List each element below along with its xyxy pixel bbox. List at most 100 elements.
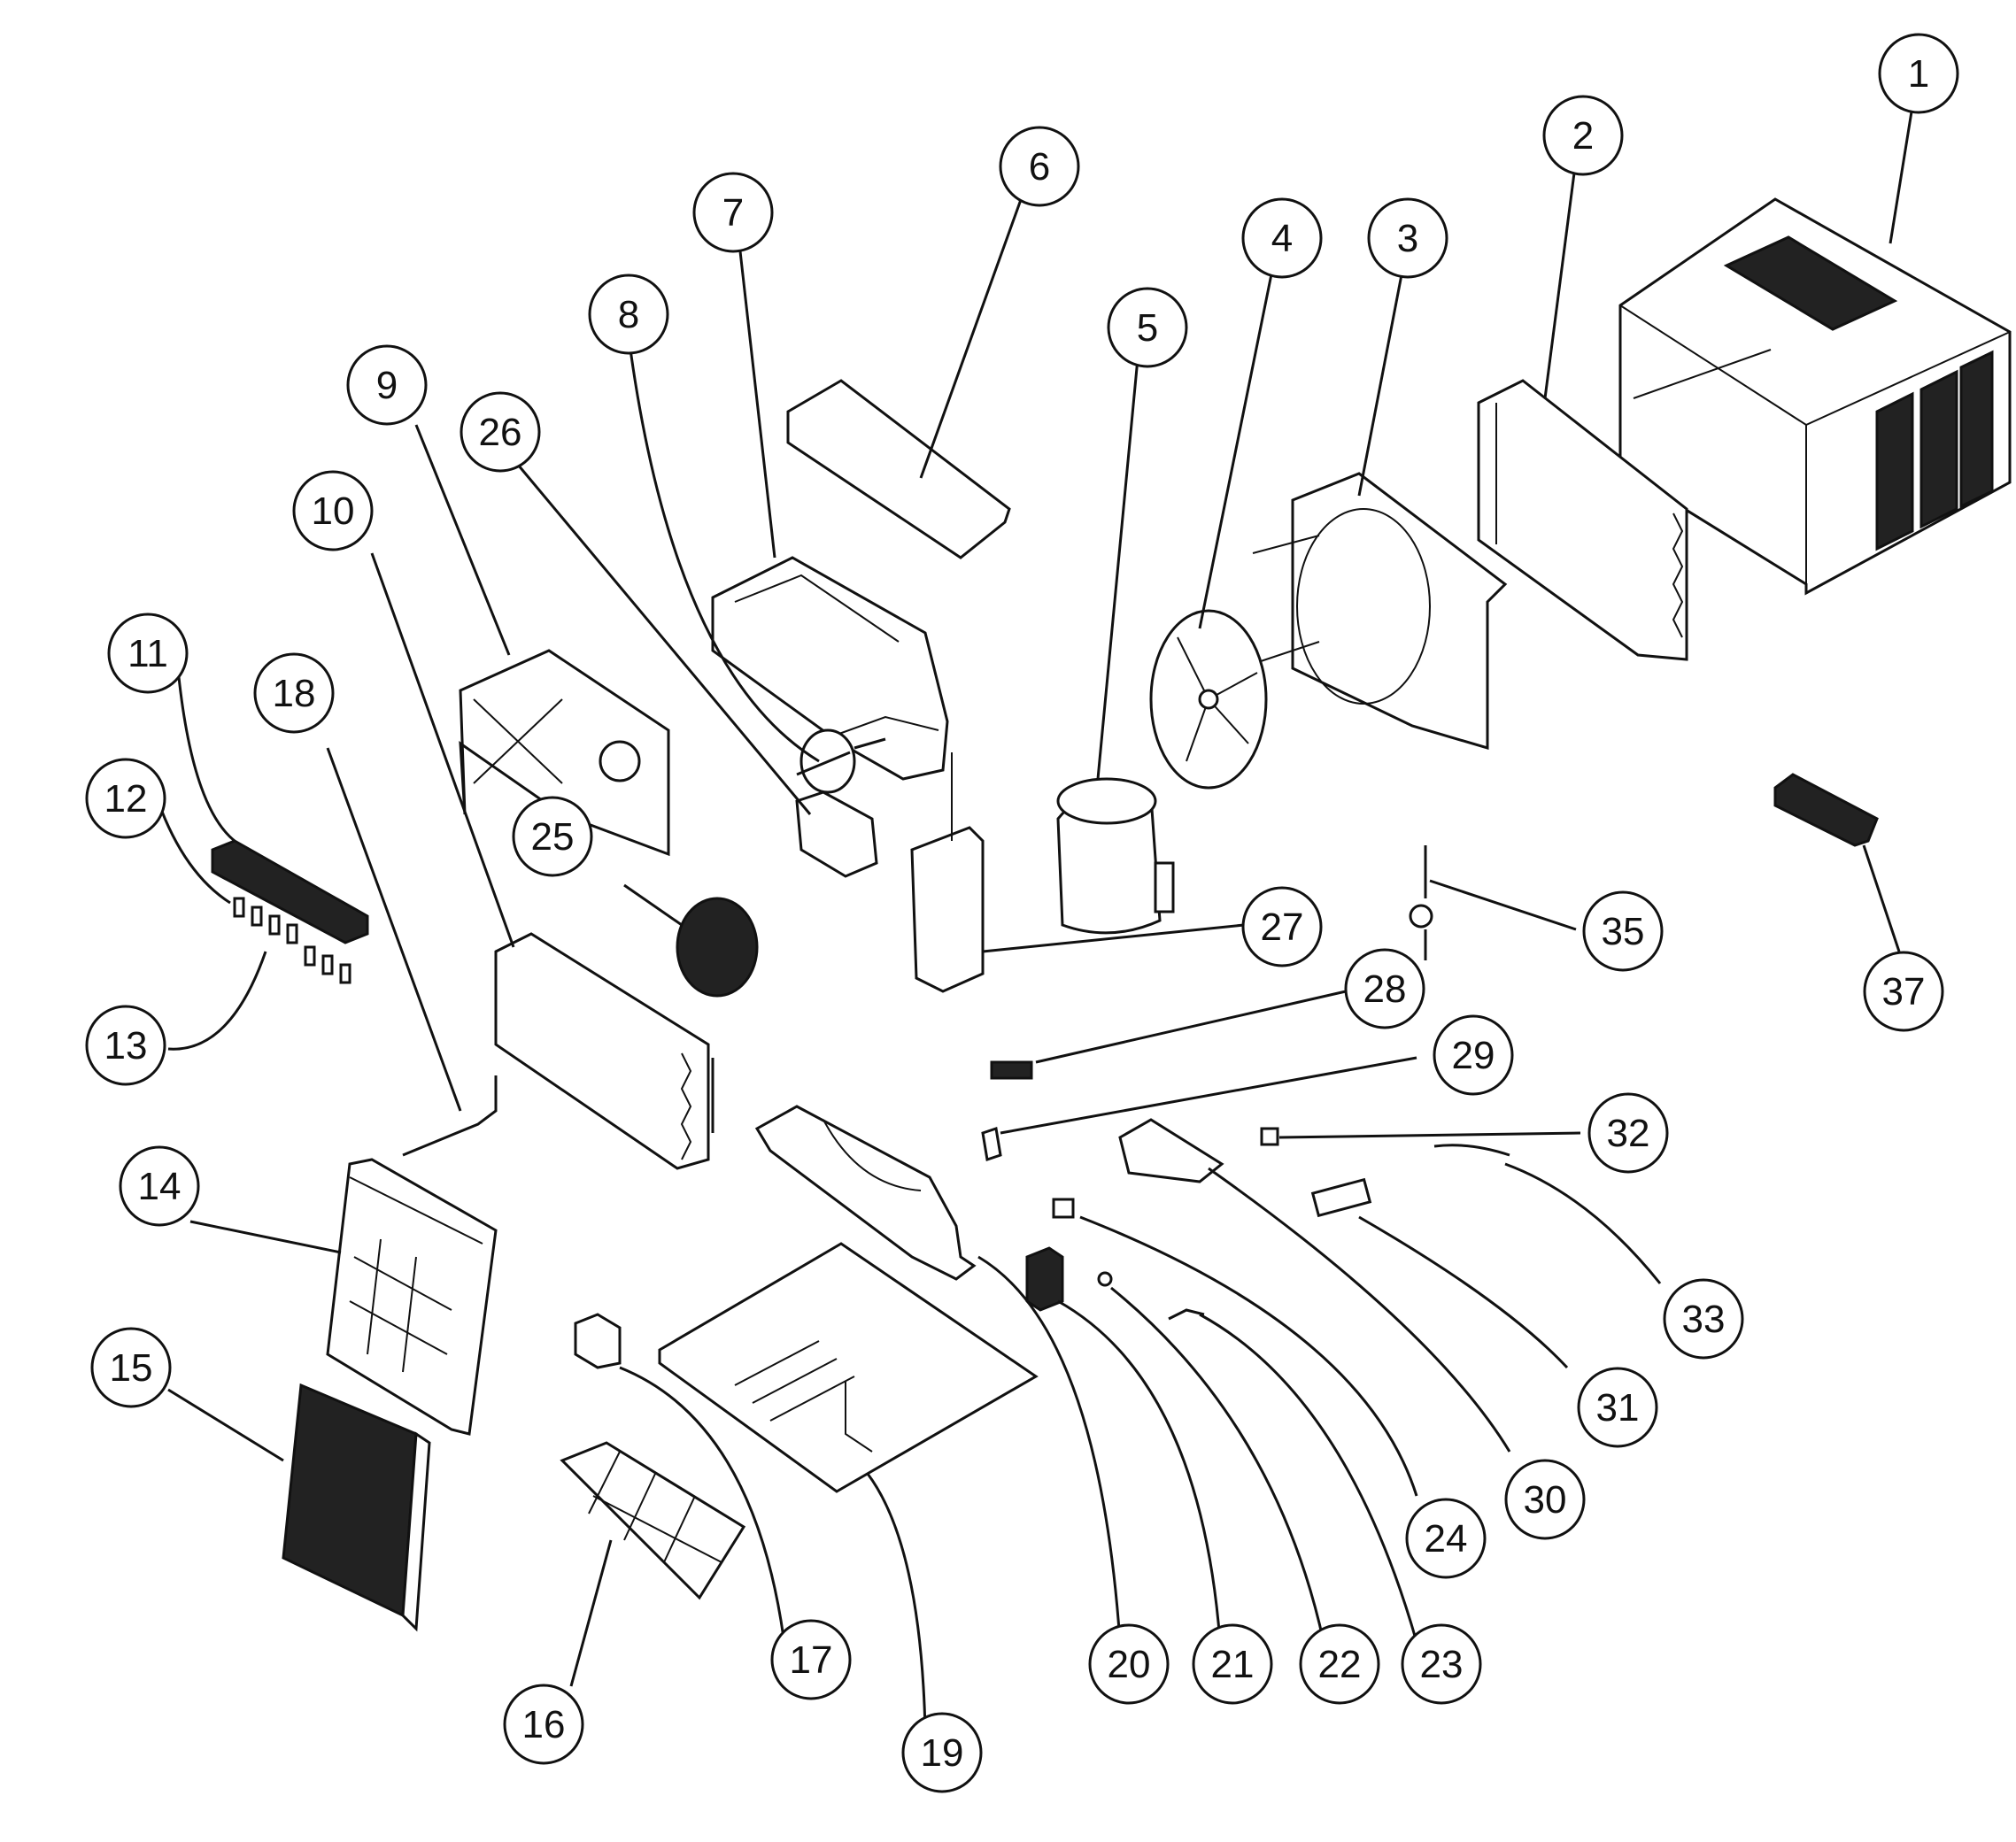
callout-label: 17	[790, 1638, 833, 1682]
callout-18: 18	[253, 652, 335, 734]
part-control-box	[910, 752, 985, 993]
callout-label: 3	[1397, 217, 1418, 260]
callout-label: 12	[104, 777, 148, 821]
part-front-panel	[282, 1383, 431, 1632]
callout-label: 30	[1524, 1478, 1567, 1522]
part-label-plate	[981, 1127, 1002, 1161]
part-bracket-17	[574, 1313, 622, 1369]
part-knob	[1097, 1271, 1113, 1287]
callout-24: 24	[1405, 1498, 1487, 1579]
callout-28: 28	[1344, 948, 1425, 1029]
callout-1: 1	[1878, 33, 1959, 114]
part-relay	[1052, 1198, 1075, 1219]
callout-12: 12	[85, 758, 166, 839]
callout-10: 10	[292, 470, 374, 551]
callout-label: 23	[1420, 1643, 1464, 1686]
part-control-board	[1025, 1246, 1064, 1312]
callout-27: 27	[1241, 886, 1323, 967]
part-top-cover	[786, 379, 1011, 559]
callout-label: 33	[1682, 1298, 1726, 1341]
callout-23: 23	[1401, 1623, 1482, 1705]
callout-17: 17	[770, 1619, 852, 1700]
callout-label: 26	[479, 411, 522, 454]
callout-label: 20	[1108, 1643, 1151, 1686]
callout-3: 3	[1367, 197, 1448, 279]
part-base-pan	[658, 1242, 1039, 1493]
callout-26: 26	[460, 391, 541, 473]
leader-lines	[153, 105, 1914, 1731]
callout-label: 21	[1211, 1643, 1255, 1686]
part-thermistor-bracket	[402, 1075, 498, 1157]
callout-8: 8	[588, 274, 669, 355]
part-air-filter	[560, 1441, 746, 1600]
part-switch	[1260, 1127, 1279, 1146]
callout-32: 32	[1587, 1092, 1669, 1174]
callout-30: 30	[1504, 1459, 1586, 1540]
callout-label: 10	[312, 489, 355, 533]
part-wire	[1433, 1144, 1510, 1157]
callout-7: 7	[692, 172, 774, 253]
part-evaporator-coil	[494, 932, 714, 1170]
callout-15: 15	[90, 1327, 172, 1408]
callout-label: 4	[1271, 217, 1293, 260]
callout-20: 20	[1088, 1623, 1170, 1705]
callout-6: 6	[999, 126, 1080, 207]
callout-label: 29	[1452, 1034, 1495, 1077]
part-cabinet	[1618, 197, 2012, 596]
callout-label: 15	[110, 1346, 153, 1390]
callout-label: 5	[1137, 306, 1158, 350]
callout-label: 8	[618, 293, 639, 336]
callout-label: 35	[1602, 910, 1645, 953]
callout-9: 9	[346, 344, 428, 426]
part-evaporator-housing	[711, 556, 949, 781]
part-remote-control	[1773, 773, 1879, 847]
part-louver-clips	[233, 897, 351, 984]
part-bracket-30	[1118, 1118, 1224, 1183]
part-compressor	[1056, 777, 1175, 935]
callout-label: 11	[127, 632, 168, 675]
callout-16: 16	[503, 1684, 584, 1765]
part-motor-mount	[795, 790, 878, 878]
part-condenser-shroud	[1252, 472, 1508, 751]
callout-31: 31	[1577, 1367, 1658, 1448]
part-blower-wheel	[676, 897, 759, 998]
callout-13: 13	[85, 1005, 166, 1086]
callout-label: 1	[1908, 52, 1929, 96]
callout-label: 18	[273, 672, 316, 715]
callout-label: 6	[1029, 145, 1050, 189]
callout-19: 19	[901, 1712, 983, 1793]
callout-37: 37	[1863, 951, 1944, 1032]
callout-label: 25	[531, 815, 575, 859]
part-front-grille	[326, 1158, 498, 1436]
part-blower-housing	[754, 1105, 977, 1281]
callout-14: 14	[119, 1145, 200, 1227]
part-wire-harness	[1168, 1308, 1205, 1321]
callout-35: 35	[1582, 890, 1664, 972]
callout-4: 4	[1241, 197, 1323, 279]
callout-label: 27	[1261, 906, 1304, 949]
part-capacitor	[1310, 1177, 1372, 1218]
callout-label: 13	[104, 1024, 148, 1067]
callout-11: 11	[107, 613, 189, 694]
callout-label: 7	[722, 191, 744, 235]
callout-label: 28	[1363, 967, 1407, 1011]
callout-22: 22	[1299, 1623, 1380, 1705]
callout-label: 16	[522, 1703, 566, 1746]
callout-label: 24	[1425, 1517, 1468, 1561]
callout-25: 25	[512, 796, 593, 877]
part-fan-motor	[796, 728, 886, 794]
part-sensor	[1409, 845, 1433, 960]
callout-label: 9	[376, 364, 398, 407]
callout-33: 33	[1663, 1278, 1744, 1360]
part-condenser-coil	[1477, 379, 1688, 661]
callout-2: 2	[1542, 95, 1624, 176]
callout-label: 32	[1607, 1112, 1650, 1155]
callout-label: 19	[921, 1731, 964, 1775]
callout-21: 21	[1192, 1623, 1273, 1705]
callout-label: 22	[1318, 1643, 1362, 1686]
callout-label: 14	[138, 1165, 182, 1208]
callout-label: 31	[1596, 1386, 1640, 1430]
callout-label: 37	[1882, 970, 1926, 1013]
part-terminal-strip	[990, 1060, 1033, 1080]
